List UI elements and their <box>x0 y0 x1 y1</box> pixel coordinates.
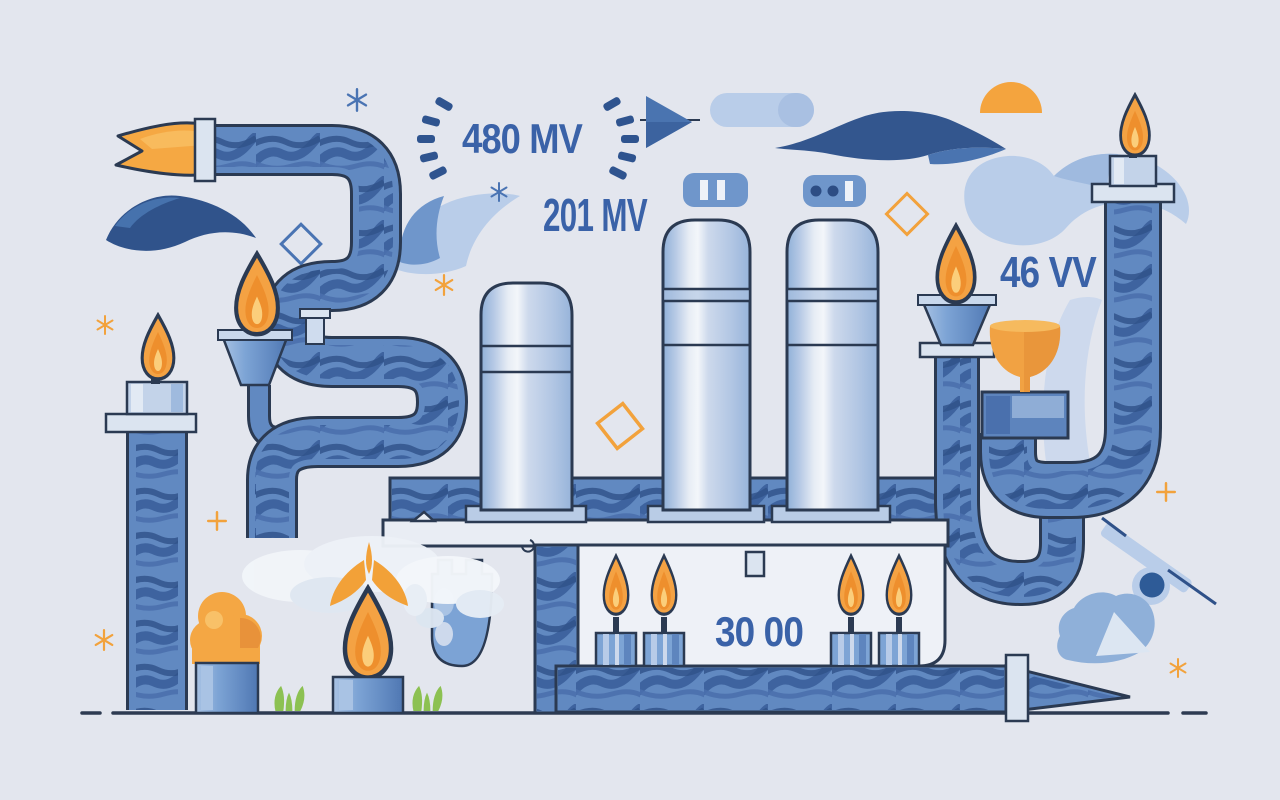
diamond-blue-icon <box>279 222 323 266</box>
flame-petals <box>330 542 408 606</box>
trophy-icon <box>989 320 1061 392</box>
meter-duct: 30 00 <box>533 543 1131 723</box>
meter-labels: 480 MV 201 MV 46 VV <box>417 97 1098 297</box>
wing-leaf-dark <box>399 196 444 265</box>
radiating-dashes <box>417 97 639 180</box>
hook-detail <box>521 539 535 553</box>
orange-mound <box>190 592 262 715</box>
half-sun-icon <box>980 82 1042 113</box>
meter-reading-panel: 30 00 <box>715 608 803 655</box>
storage-tank-small <box>479 281 574 512</box>
storage-tanks <box>479 173 880 512</box>
candle-pipe-left <box>104 313 198 710</box>
right-pipe-system <box>917 93 1176 606</box>
stub-valve <box>305 315 325 345</box>
torch-left <box>217 254 293 387</box>
panel-tab <box>744 550 766 578</box>
cloud-left-highlight <box>115 197 180 228</box>
capsule-cap <box>778 93 814 127</box>
flange <box>193 117 217 183</box>
valve-badge-bars-icon <box>683 173 748 207</box>
meter-reading-mid: 201 MV <box>543 189 648 241</box>
meter-reading-top: 480 MV <box>462 115 583 162</box>
serpentine-pipe <box>114 117 468 538</box>
excavator-shape <box>1057 516 1217 664</box>
flange <box>104 412 198 434</box>
wave-cloud-icon <box>775 110 1006 161</box>
wave-cloud-underside <box>928 147 1006 165</box>
storage-tank-tall-1 <box>661 218 752 512</box>
storage-tank-tall-2 <box>785 218 880 512</box>
smoke-cloud <box>242 536 504 628</box>
diamond-orange-icon <box>884 191 930 237</box>
ornate-candle <box>330 542 408 715</box>
valve-badge-dots-icon <box>803 175 866 207</box>
paper-plane-arrow-icon <box>640 96 700 148</box>
meter-reading-right: 46 VV <box>1000 248 1097 297</box>
diamond-orange-2-icon <box>595 401 645 451</box>
flange <box>1004 653 1030 723</box>
